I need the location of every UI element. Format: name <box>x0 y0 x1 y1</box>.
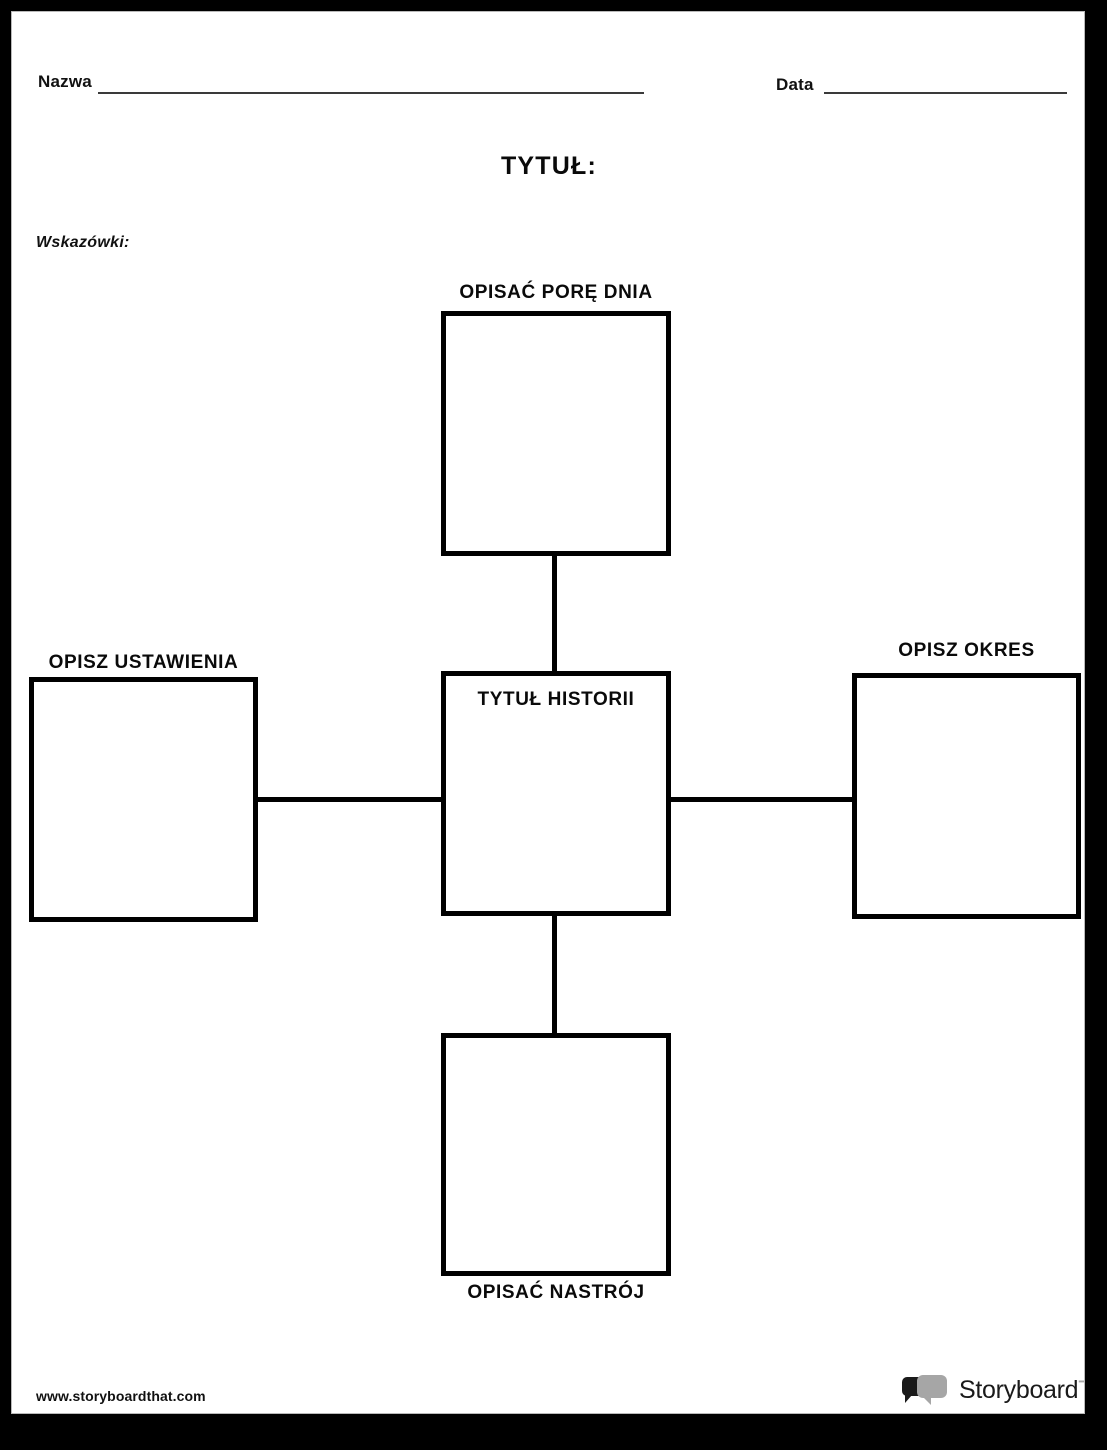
center-node-caption: TYTUŁ HISTORII <box>477 689 635 710</box>
date-input-line[interactable] <box>824 92 1067 94</box>
logo-word-that: That <box>1078 1376 1084 1404</box>
site-url[interactable]: www.storyboardthat.com <box>36 1388 206 1404</box>
connector-center-to-right <box>666 797 857 802</box>
right-node-box[interactable] <box>852 673 1081 919</box>
date-field-label: Data <box>776 75 814 94</box>
logo-word-storyboard: Storyboard <box>959 1375 1079 1404</box>
logo-wordmark: StoryboardThat <box>959 1375 1084 1405</box>
connector-center-to-bottom <box>552 911 557 1038</box>
page-title: TYTUŁ: <box>500 152 598 180</box>
top-node-box[interactable] <box>441 311 671 556</box>
bottom-node-box[interactable] <box>441 1033 671 1276</box>
top-node-caption: OPISAĆ PORĘ DNIA <box>459 282 653 303</box>
connector-center-to-left <box>253 797 446 802</box>
worksheet-page: Nazwa Data TYTUŁ: Wskazówki: OPISAĆ PORĘ… <box>11 11 1085 1414</box>
name-field-label: Nazwa <box>38 72 92 91</box>
center-node-box[interactable] <box>441 671 671 916</box>
name-input-line[interactable] <box>98 92 644 94</box>
instructions-label: Wskazówki: <box>36 234 130 251</box>
bottom-node-caption: OPISAĆ NASTRÓJ <box>467 1282 645 1303</box>
connector-center-to-top <box>552 556 557 676</box>
left-node-caption: OPISZ USTAWIENIA <box>48 652 239 673</box>
speech-bubbles-icon <box>902 1375 950 1405</box>
right-node-caption: OPISZ OKRES <box>898 640 1035 661</box>
left-node-box[interactable] <box>29 677 258 922</box>
storyboardthat-logo[interactable]: StoryboardThat <box>902 1370 1084 1410</box>
